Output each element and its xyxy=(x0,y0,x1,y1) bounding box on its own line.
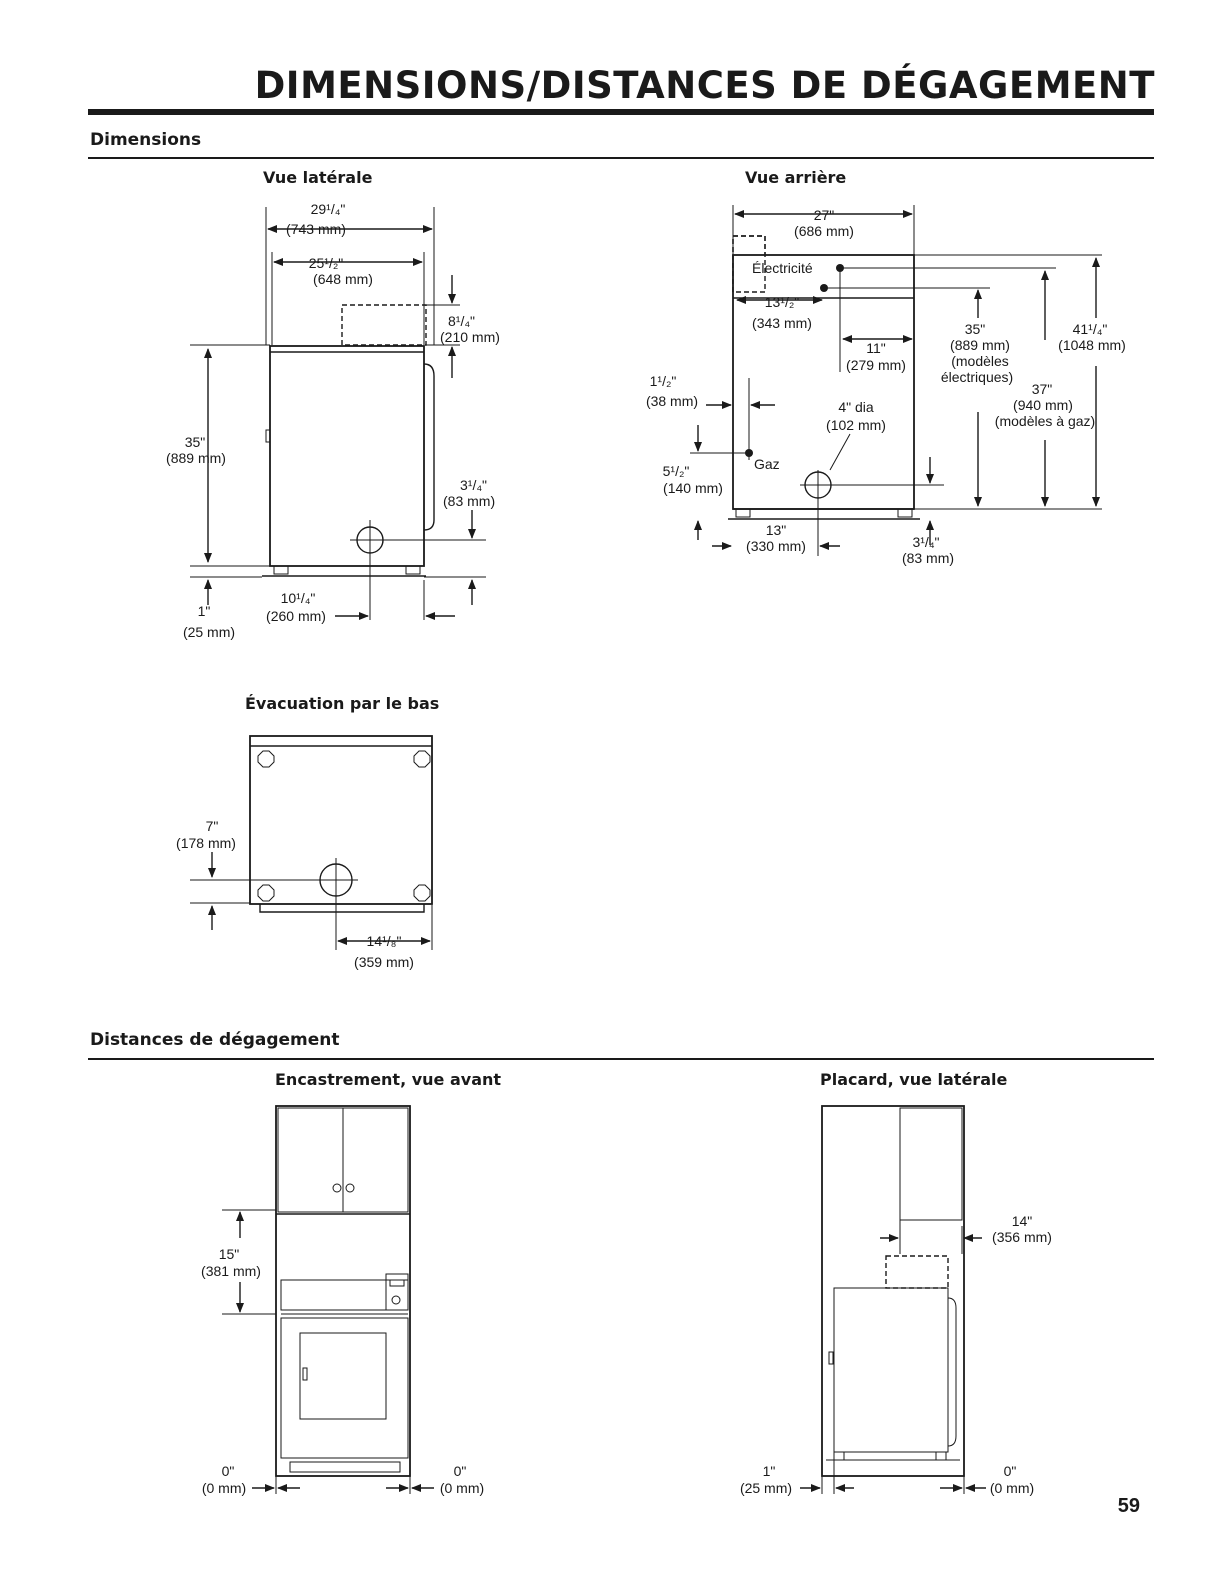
rear-vent-dia-mm: (102 mm) xyxy=(826,417,886,433)
built-in-front-title: Encastrement, vue avant xyxy=(275,1070,502,1089)
closet-front-in: 0" xyxy=(1004,1463,1017,1479)
built-in-left-in: 0" xyxy=(222,1463,235,1479)
bottom-view-drawing xyxy=(190,735,433,950)
rear-vent-height-in: 3¹/₄" xyxy=(912,534,939,550)
rear-elec-offset-in: 13¹/₂" xyxy=(765,294,800,310)
side-top-clearance-mm: (210 mm) xyxy=(440,329,500,345)
closet-rear-in: 1" xyxy=(763,1463,776,1479)
side-vent-offset-in: 10¹/₄" xyxy=(281,590,316,606)
side-top-clearance-in: 8¹/₄" xyxy=(448,313,475,329)
closet-shelf-in: 14" xyxy=(1012,1213,1033,1229)
built-in-top-in: 15" xyxy=(219,1246,240,1262)
rear-elec-height-in: 35" xyxy=(965,321,986,337)
rear-elec-offset-mm: (343 mm) xyxy=(752,315,812,331)
rear-total-height-in: 41¹/₄" xyxy=(1073,321,1108,337)
closet-side-labels: 14" (356 mm) 1" (25 mm) 0" (0 mm) xyxy=(740,1213,1052,1496)
gas-label: Gaz xyxy=(754,456,780,472)
side-view-labels: 29¹/₄" (743 mm) 25¹/₂" (648 mm) 8¹/₄" (2… xyxy=(166,201,500,640)
rear-elec-height-models: (modèles xyxy=(951,353,1009,369)
electricity-label: Électricité xyxy=(752,260,813,276)
rear-gas-edge-in: 1¹/₂" xyxy=(650,373,677,389)
side-vent-offset-mm: (260 mm) xyxy=(266,608,326,624)
closet-shelf-mm: (356 mm) xyxy=(992,1229,1052,1245)
side-vent-height-in: 3¹/₄" xyxy=(460,477,487,493)
built-in-right-mm: (0 mm) xyxy=(440,1480,484,1496)
bottom-view-title: Évacuation par le bas xyxy=(245,694,440,713)
built-in-left-mm: (0 mm) xyxy=(202,1480,246,1496)
rear-width-in: 27" xyxy=(814,207,835,223)
rear-elec-height-mm: (889 mm) xyxy=(950,337,1010,353)
rear-view-title: Vue arrière xyxy=(745,168,847,187)
built-in-front-labels: 15" (381 mm) 0" (0 mm) 0" (0 mm) xyxy=(201,1246,484,1496)
page-number: 59 xyxy=(1117,1495,1140,1517)
rear-vent-offset-mm: (279 mm) xyxy=(846,357,906,373)
built-in-front-drawing xyxy=(222,1105,434,1494)
rear-gas-height-in: 5¹/₂" xyxy=(663,463,690,479)
rear-vent-height-mm: (83 mm) xyxy=(902,550,954,566)
title-rule xyxy=(88,109,1154,115)
side-total-depth-in: 29¹/₄" xyxy=(311,201,346,217)
closet-side-drawing xyxy=(800,1105,986,1494)
closet-front-mm: (0 mm) xyxy=(990,1480,1034,1496)
rear-gas-height-mm: (140 mm) xyxy=(663,480,723,496)
rear-gas-model-height-in: 37" xyxy=(1032,381,1053,397)
side-view-drawing xyxy=(190,207,486,620)
rear-view-drawing xyxy=(690,205,1102,556)
side-height-mm: (889 mm) xyxy=(166,450,226,466)
side-leg-in: 1" xyxy=(198,603,211,619)
built-in-right-in: 0" xyxy=(454,1463,467,1479)
closet-side-title: Placard, vue latérale xyxy=(820,1070,1008,1089)
bottom-front-in: 7" xyxy=(206,818,219,834)
rear-gas-edge-mm: (38 mm) xyxy=(646,393,698,409)
rear-vent-dia-in: 4" dia xyxy=(838,399,874,415)
rear-gas-model-height-type: (modèles à gaz) xyxy=(995,413,1095,429)
section-heading-clearances: Distances de dégagement xyxy=(90,1030,340,1050)
bottom-side-mm: (359 mm) xyxy=(354,954,414,970)
side-cabinet-depth-mm: (648 mm) xyxy=(313,271,373,287)
rear-gas-model-height-mm: (940 mm) xyxy=(1013,397,1073,413)
rear-width-mm: (686 mm) xyxy=(794,223,854,239)
rear-elec-height-type: électriques) xyxy=(941,369,1013,385)
section-heading-dimensions: Dimensions xyxy=(90,130,202,150)
dimensions-rule xyxy=(88,157,1154,159)
page-title: DIMENSIONS/DISTANCES DE DÉGAGEMENT xyxy=(254,64,1155,107)
side-vent-height-mm: (83 mm) xyxy=(443,493,495,509)
side-height-in: 35" xyxy=(185,434,206,450)
clearances-rule xyxy=(88,1058,1154,1060)
side-leg-mm: (25 mm) xyxy=(183,624,235,640)
rear-view-labels: 27" (686 mm) Électricité 13¹/₂" (343 mm)… xyxy=(646,207,1126,566)
built-in-top-mm: (381 mm) xyxy=(201,1263,261,1279)
rear-vent-center-mm: (330 mm) xyxy=(746,538,806,554)
bottom-front-mm: (178 mm) xyxy=(176,835,236,851)
rear-vent-center-in: 13" xyxy=(766,522,787,538)
side-cabinet-depth-in: 25¹/₂" xyxy=(309,255,344,271)
rear-total-height-mm: (1048 mm) xyxy=(1058,337,1126,353)
side-view-title: Vue latérale xyxy=(263,168,373,187)
bottom-view-labels: 7" (178 mm) 14¹/₈" (359 mm) xyxy=(176,818,414,970)
side-total-depth-mm: (743 mm) xyxy=(286,221,346,237)
closet-rear-mm: (25 mm) xyxy=(740,1480,792,1496)
bottom-side-in: 14¹/₈" xyxy=(367,933,402,949)
rear-vent-offset-in: 11" xyxy=(866,340,886,356)
